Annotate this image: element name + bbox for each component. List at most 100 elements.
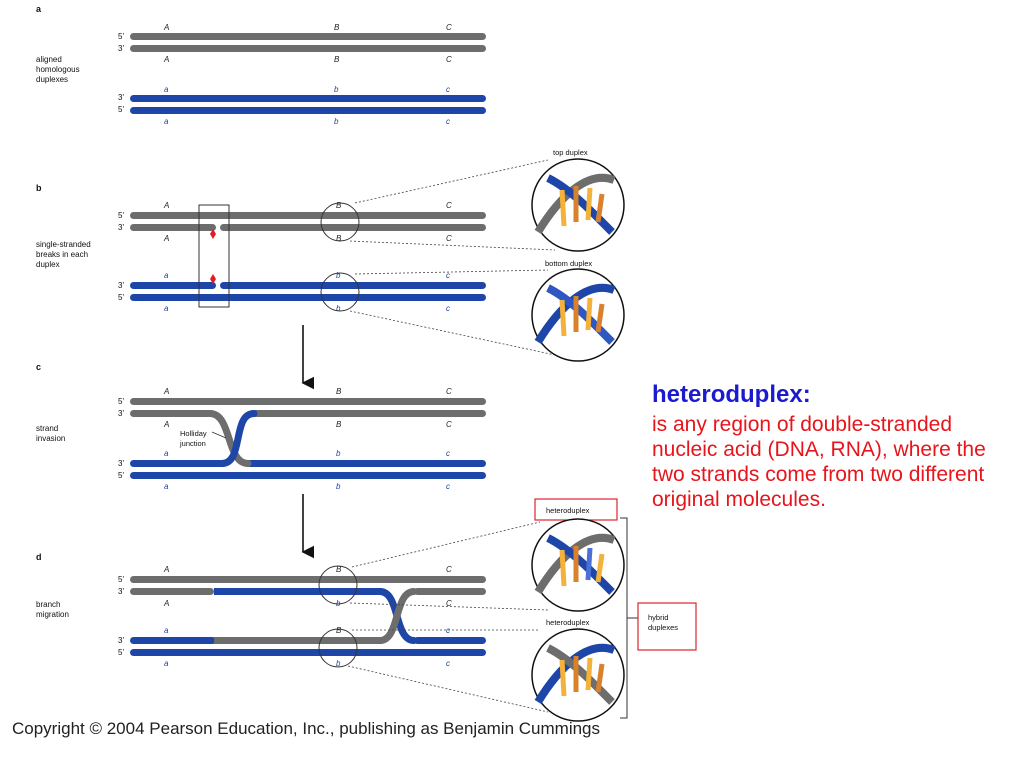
panel-c-label-line-2: invasion [36, 434, 65, 443]
gene-b-label: b [334, 85, 339, 94]
gene-a-label: a [164, 85, 169, 94]
definition-block: heteroduplex: is any region of double-st… [652, 380, 1017, 512]
panel-a: a aligned homologous duplexes 5' 3' A B … [36, 4, 486, 126]
gene-c-label: c [446, 117, 450, 126]
holliday-label-line-2: junction [179, 439, 206, 448]
gray-strand-exchanged [214, 637, 382, 644]
holliday-label-line-1: Holliday [180, 429, 207, 438]
five-prime-label: 5' [118, 397, 124, 406]
three-prime-label: 3' [118, 636, 124, 645]
gene-C-label: C [446, 387, 452, 396]
five-prime-label: 5' [118, 32, 124, 41]
gene-c-label: c [446, 271, 450, 280]
gene-A-label: A [163, 234, 169, 243]
gene-A-label: A [163, 55, 169, 64]
gray-strand-top [130, 33, 486, 40]
gene-B-label: B [336, 626, 342, 635]
gene-c-label: c [446, 449, 450, 458]
hybrid-label-line-2: duplexes [648, 623, 678, 632]
five-prime-label: 5' [118, 471, 124, 480]
five-prime-label: 5' [118, 575, 124, 584]
gene-c-label: c [446, 304, 450, 313]
gene-b-label: b [336, 271, 341, 280]
gene-B-label: B [336, 565, 342, 574]
blue-strand-exchanged [214, 588, 382, 595]
panel-letter-c: c [36, 362, 41, 372]
blue-strand-top-left [130, 282, 216, 289]
panel-letter-d: d [36, 552, 42, 562]
panel-a-label-line-2: homologous [36, 65, 80, 74]
region-circle-bottom [320, 272, 360, 312]
gray-strand-bottom-left [130, 410, 214, 417]
gene-b-label: b [334, 117, 339, 126]
gene-C-label: C [446, 23, 452, 32]
heteroduplex-label-bottom: heteroduplex [546, 618, 590, 627]
gene-A-label: A [163, 420, 169, 429]
five-prime-label: 5' [118, 105, 124, 114]
nick-marker [210, 229, 216, 239]
five-prime-label: 5' [118, 648, 124, 657]
holliday-pointer [211, 431, 227, 439]
gray-strand-bottom [130, 45, 486, 52]
helix-magnification-top [531, 158, 625, 252]
panel-d: d branch migration 5' 3' A B C A b C 3' … [36, 498, 697, 722]
blue-strand-top-right [414, 637, 486, 644]
five-prime-label: 5' [118, 293, 124, 302]
copyright-notice: Copyright © 2004 Pearson Education, Inc.… [12, 719, 601, 738]
definition-text: is any region of double-stranded nucleic… [652, 413, 986, 511]
gene-b-label: b [336, 449, 341, 458]
invading-strand-blue [218, 410, 258, 467]
gene-A-label: A [163, 387, 169, 396]
gene-C-label: C [446, 55, 452, 64]
heteroduplex-helix-top [531, 518, 625, 612]
gene-c-label: c [446, 85, 450, 94]
bottom-duplex-label: bottom duplex [545, 259, 592, 268]
three-prime-label: 3' [118, 223, 124, 232]
gray-strand-top [130, 212, 486, 219]
zoom-line [349, 310, 556, 356]
nick-marker [210, 274, 216, 284]
gene-B-label: B [336, 387, 342, 396]
gray-strand-bottom-right [250, 410, 486, 417]
gene-B-label: B [334, 55, 340, 64]
gray-strand-bottom-left [130, 588, 214, 595]
three-prime-label: 3' [118, 93, 124, 102]
region-circle-bottom [318, 628, 358, 668]
gene-c-label: c [446, 482, 450, 491]
zoom-line [354, 159, 549, 204]
blue-strand-bottom [130, 107, 486, 114]
blue-strand-top-left [130, 460, 226, 467]
gene-a-label: a [164, 271, 169, 280]
blue-strand-top-left [130, 637, 216, 644]
zoom-line [347, 665, 549, 713]
panel-d-label-line-1: branch [36, 600, 60, 609]
hybrid-duplexes-box [637, 602, 697, 651]
panel-c-label-line-1: strand [36, 424, 58, 433]
panel-b-label-line-1: single-stranded [36, 240, 91, 249]
definition-term: heteroduplex: [652, 381, 811, 408]
gene-a-label: a [164, 659, 169, 668]
zoom-line [349, 602, 549, 611]
gene-c-label: c [446, 626, 450, 635]
top-duplex-label: top duplex [553, 148, 588, 157]
gene-B-label: B [336, 420, 342, 429]
gene-C-label: C [446, 201, 452, 210]
gene-a-label: a [164, 626, 169, 635]
three-prime-label: 3' [118, 459, 124, 468]
panel-b: b single-stranded breaks in each duplex … [36, 148, 625, 362]
three-prime-label: 3' [118, 409, 124, 418]
gene-C-label: C [446, 599, 452, 608]
gray-strand-bottom-right [414, 588, 486, 595]
blue-strand-top-right [220, 282, 486, 289]
heteroduplex-label-top: heteroduplex [546, 506, 590, 515]
gene-C-label: C [446, 565, 452, 574]
blue-strand-bottom [130, 649, 486, 656]
helix-magnification-bottom [531, 268, 625, 362]
gray-strand-top [130, 576, 486, 583]
three-prime-label: 3' [118, 44, 124, 53]
gene-B-label: B [336, 201, 342, 210]
gene-b-label: b [336, 482, 341, 491]
gene-c-label: c [446, 659, 450, 668]
region-circle-top [318, 565, 358, 605]
